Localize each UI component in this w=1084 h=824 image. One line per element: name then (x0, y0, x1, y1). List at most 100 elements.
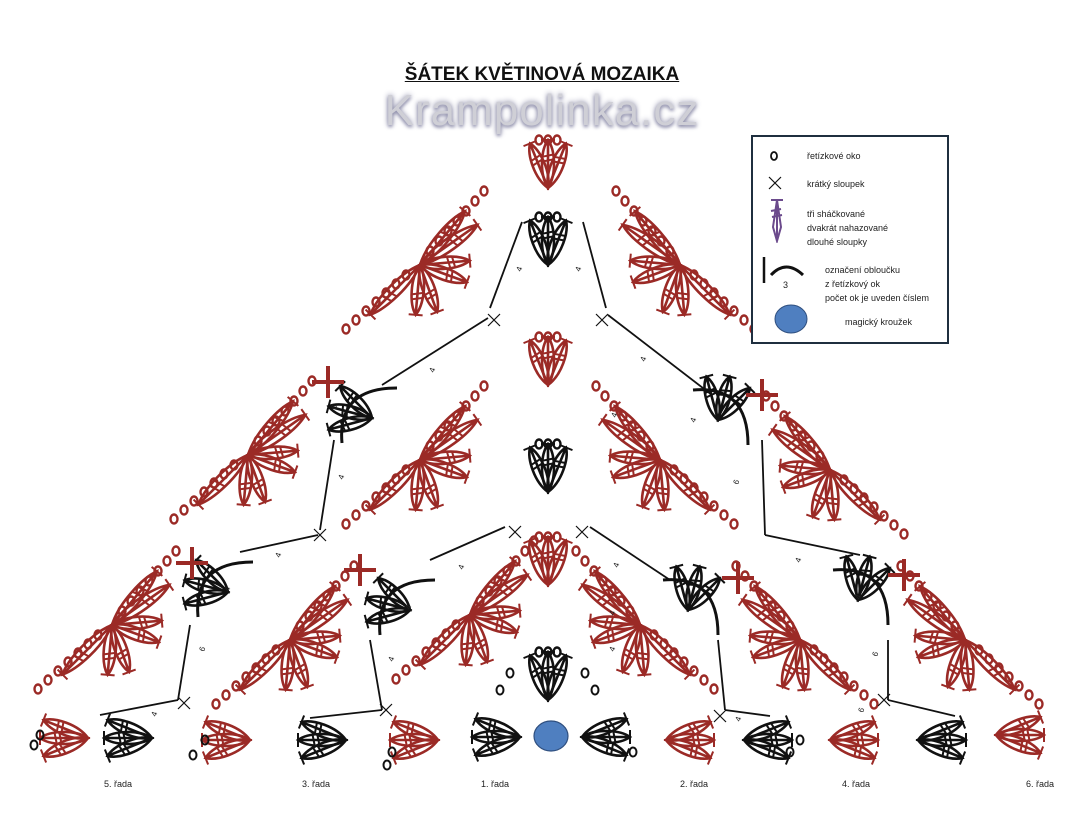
petal (686, 572, 726, 612)
single-crochet-mark (722, 562, 754, 594)
chain-stitch (923, 590, 933, 602)
petal (767, 423, 833, 472)
single-crochet-mark (176, 547, 208, 579)
chain-stitch (381, 287, 391, 299)
row-label-2: 2. řada (680, 779, 709, 789)
petal (417, 218, 483, 267)
petal-bar (805, 492, 826, 521)
chain-stitch (371, 491, 381, 503)
chain-stitch (669, 647, 679, 659)
petal-bar (656, 486, 672, 512)
chain-stitch (600, 390, 610, 402)
petal-bar (363, 610, 389, 629)
petal (417, 458, 471, 485)
arc-count-label: 6 (731, 478, 741, 486)
chain-stitch (421, 646, 431, 658)
chain-stitch (815, 450, 825, 462)
chain-line (489, 221, 523, 309)
petal-bar (609, 463, 635, 485)
petal (654, 457, 672, 513)
single-crochet-mark (746, 379, 778, 411)
chain-stitch (543, 438, 553, 450)
chain-stitch (434, 430, 444, 442)
petal (181, 589, 231, 611)
petal-bar (181, 592, 207, 611)
arc-count-label: 4 (149, 710, 159, 718)
chain-stitch (729, 305, 739, 317)
petal-bar (325, 418, 351, 437)
petal (245, 453, 299, 480)
chain-stitch (591, 380, 601, 392)
chain-stitch (543, 134, 553, 146)
chain-stitch (479, 380, 489, 392)
chain-stitch (200, 734, 210, 746)
petal-bar (870, 562, 896, 586)
petal-bar (275, 408, 311, 437)
chain-stitch (401, 269, 411, 281)
chain-stitch (679, 473, 689, 485)
single-crochet-icon (313, 528, 327, 542)
chain-stitch (33, 683, 43, 695)
single-crochet-icon (713, 709, 727, 723)
chain-stitch (452, 215, 462, 227)
petal-bar (552, 536, 573, 562)
chain-stitch (590, 684, 600, 696)
petal-bar (669, 563, 688, 589)
petal-bar (389, 715, 415, 736)
petal (100, 622, 118, 678)
arc-count-label: 4 (273, 551, 283, 559)
chain-stitch (351, 509, 361, 521)
flower-motif (611, 185, 759, 335)
chain-stitch (298, 385, 308, 397)
chain-stitch (974, 644, 984, 656)
legend-text: označení obloučku (825, 265, 901, 275)
legend-text: dvakrát nahazované (807, 223, 889, 233)
petal (577, 578, 643, 627)
flower-motif (33, 545, 181, 695)
chain-stitch (1014, 680, 1024, 692)
petal (417, 263, 471, 290)
chain-stitch (665, 245, 675, 257)
petal-bar (474, 637, 495, 666)
petal-bar (636, 651, 652, 677)
chain-stitch (638, 215, 648, 227)
petal-bar (137, 613, 164, 629)
petal (741, 738, 793, 765)
petal-bar (914, 643, 940, 665)
chain-stitch (869, 501, 879, 513)
petal (617, 218, 683, 267)
side-cluster (101, 713, 155, 763)
petal (471, 712, 523, 739)
petal (467, 568, 533, 617)
petal-bar (941, 744, 967, 765)
chain-stitch (797, 430, 807, 442)
arc-count-label: 4 (427, 366, 437, 374)
chain-stitch (461, 205, 471, 217)
chain-stitch (211, 698, 221, 710)
petal (297, 715, 349, 742)
chain-stitch (434, 235, 444, 247)
petal-bar (447, 218, 483, 247)
chain-arc-icon (762, 257, 805, 283)
petal (749, 638, 803, 665)
chain-stitch (649, 629, 659, 641)
legend-text: počet ok je uveden číslem (825, 293, 930, 303)
chain-arc-cluster (832, 553, 896, 626)
chain-stitch (636, 430, 646, 442)
row-label-3: 3. řada (302, 779, 331, 789)
chain-stitch (63, 656, 73, 668)
petal (103, 713, 155, 740)
chain-stitch (647, 225, 657, 237)
legend-label-chain: řetízkové oko (807, 151, 861, 161)
chain-stitch (950, 620, 960, 632)
chain-stitch (295, 620, 305, 632)
petal (389, 715, 441, 742)
petal-bar (552, 139, 573, 165)
chain-stitch (322, 590, 332, 602)
single-crochet-mark (312, 366, 344, 398)
single-crochet-mark (888, 559, 920, 591)
petal (597, 413, 663, 462)
petal-bar (767, 744, 793, 765)
legend-text: z řetízkový ok (825, 279, 881, 289)
petal-bar (839, 553, 858, 579)
